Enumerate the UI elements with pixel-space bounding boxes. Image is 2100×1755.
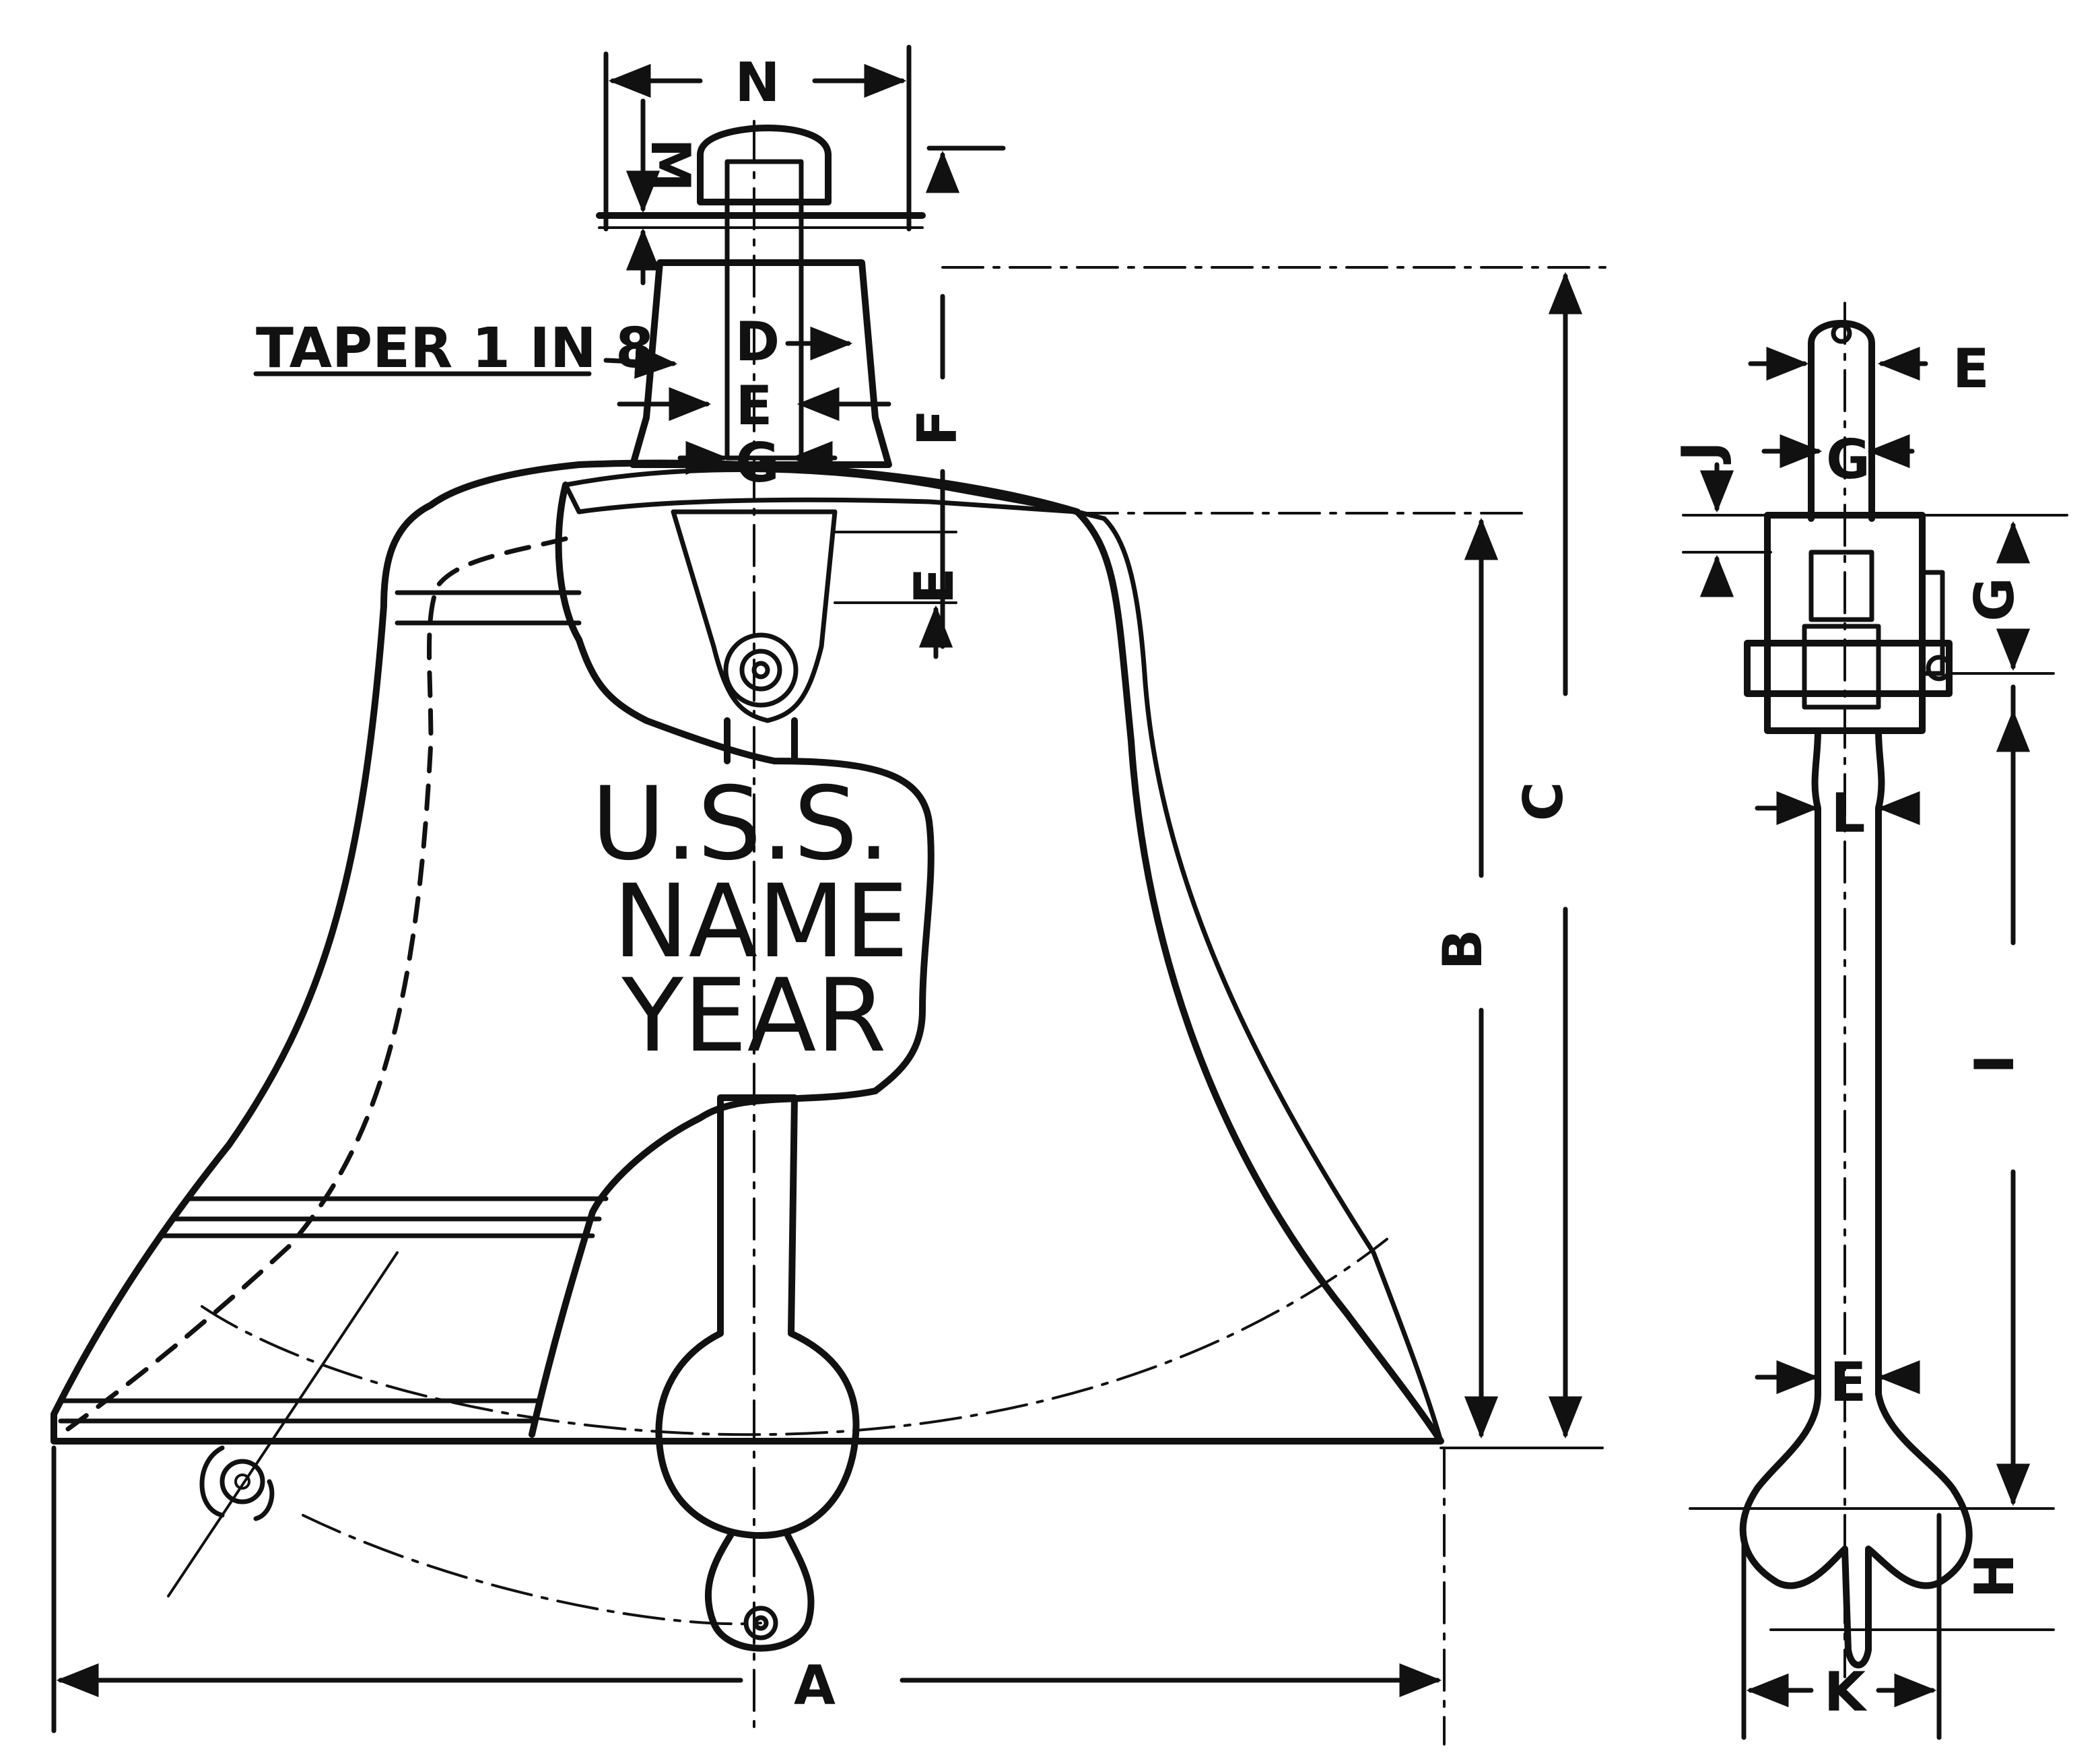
bell-front-view: U.S.S. NAME YEAR — [50, 120, 1444, 1739]
crown-nut — [697, 125, 832, 205]
canon-block — [630, 259, 892, 468]
band-lower — [159, 1196, 609, 1238]
plate-line-2: NAME — [613, 863, 908, 981]
swing-arc — [201, 1238, 1388, 1436]
side-dim-J: J — [1670, 441, 1733, 465]
dim-B: B — [1431, 929, 1494, 970]
side-dim-K: K — [1824, 1661, 1868, 1723]
plate-line-3: YEAR — [621, 958, 886, 1075]
side-dim-E-lower: E — [1830, 1351, 1867, 1414]
dim-N: N — [735, 51, 780, 114]
dim-A: A — [794, 1654, 836, 1717]
dim-M: M — [639, 138, 702, 192]
dim-F: F — [906, 409, 969, 446]
bell-wall-section — [1075, 509, 1444, 1444]
clapper-hanger — [671, 509, 838, 723]
front-dimensions: N M TAPER 1 IN 8 D E G F E C — [51, 44, 1617, 1746]
inner-profile-hidden — [58, 536, 568, 1437]
dim-D: D — [735, 310, 780, 373]
side-shaft — [1739, 727, 1973, 1669]
hanger-pin — [723, 632, 799, 708]
clapper-tail — [704, 1532, 815, 1652]
band-upper — [395, 590, 582, 626]
dim-C: C — [1512, 782, 1575, 822]
dim-G-canon: G — [735, 432, 780, 494]
dim-E-canon: E — [736, 374, 773, 437]
side-dim-E-top: E — [1953, 337, 1990, 400]
band-rim — [58, 1398, 541, 1424]
side-dim-G-right: G — [1963, 577, 2026, 622]
cutaway-edge — [529, 482, 935, 1438]
plate-line-1: U.S.S. — [591, 766, 889, 883]
crown-bolt — [724, 159, 804, 461]
pivot-point — [219, 1459, 265, 1504]
dim-E-crown: E — [903, 568, 966, 605]
side-dim-L: L — [1831, 782, 1866, 845]
side-dim-I: I — [1963, 1054, 2026, 1074]
taper-note: TAPER 1 IN 8 — [256, 317, 654, 380]
clapper-side-view: E G J G I H L E — [1670, 302, 2068, 1740]
side-dim-H: H — [1963, 1554, 2026, 1599]
clapper-shaft — [724, 717, 798, 764]
side-dim-G-top: G — [1826, 428, 1870, 491]
